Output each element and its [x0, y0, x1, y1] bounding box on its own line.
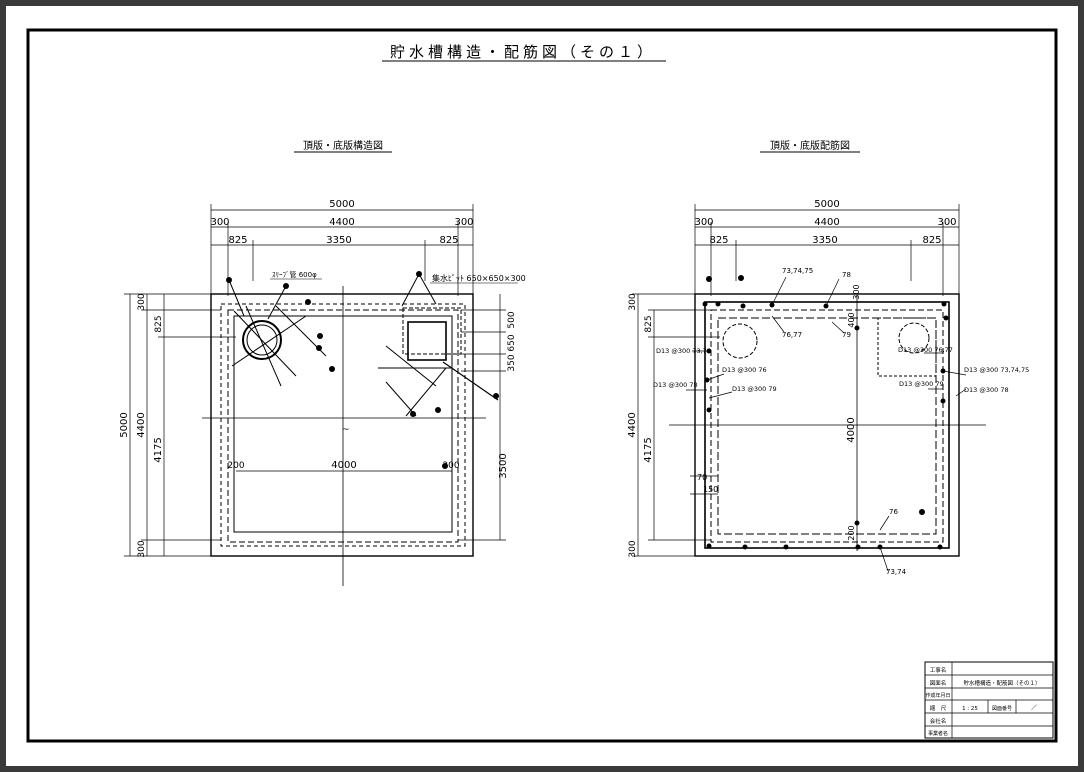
bar-label-14: 73,74 [886, 568, 907, 576]
tb-label-company: 会社名 [930, 717, 947, 725]
right-dim-5000: 5000 [814, 199, 839, 210]
left-top-dimensions [210, 204, 474, 296]
right-dim-4175-v: 4175 [643, 437, 654, 462]
border-frame [26, 28, 1058, 743]
left-view-title: 頂版・底版構造図 [303, 139, 383, 152]
right-dim-825-b: 825 [922, 235, 941, 246]
left-dim-300-a: 300 [210, 217, 229, 228]
tb-value-number: ／ [1031, 705, 1037, 712]
right-view-title: 頂版・底版配筋図 [770, 139, 850, 152]
right-pit-opening [898, 322, 930, 354]
drawing-canvas: 貯水槽構造・配筋図（その１） 頂版・底版構造図 ~ [26, 28, 1058, 743]
right-dim-70: 70 [697, 473, 707, 482]
right-dim-300-b: 300 [937, 217, 956, 228]
bar-label-10: D13 @300 73,74,75 [964, 366, 1029, 374]
left-dim-825-a: 825 [228, 235, 247, 246]
tb-label-drawing: 図面名 [930, 679, 947, 687]
bar-label-12: D13 @300 78 [964, 386, 1009, 394]
title-block: 工事名 図面名 貯水槽構造・配筋図（その１） 作成年月日 縮 尺 1 : 25 … [924, 661, 1054, 739]
drawing-sheet: 貯水槽構造・配筋図（その１） 頂版・底版構造図 ~ [6, 6, 1078, 766]
right-dim-300-a: 300 [694, 217, 713, 228]
bar-label-11: D13 @300 79 [899, 380, 944, 388]
bar-label-6: D13 @300 76 [722, 366, 767, 374]
bar-label-9: D13 @300 76,77 [898, 346, 953, 354]
left-dim-500: 500 [507, 311, 517, 328]
bar-label-4: 79 [842, 331, 851, 339]
left-structure-view: 頂版・底版構造図 ~ [119, 139, 526, 586]
left-dim-haunch-a: 200 [227, 461, 244, 471]
right-dim-3350: 3350 [812, 235, 837, 246]
right-dim-400-v: 400 [847, 312, 856, 327]
left-dim-3500: 3500 [498, 453, 509, 478]
tb-value-drawing: 貯水槽構造・配筋図（その１） [963, 679, 1040, 687]
left-dim-4175-v: 4175 [153, 437, 164, 462]
right-rebar-view: 頂版・底版配筋図 [627, 139, 1029, 576]
sleeve-pipe-circle [242, 320, 282, 360]
bar-label-8: D13 @300 79 [732, 385, 777, 393]
left-dim-5000: 5000 [329, 199, 354, 210]
sump-pit [407, 321, 447, 361]
left-dim-300-v-top: 300 [137, 293, 147, 310]
left-dim-825-v: 825 [154, 315, 164, 332]
bar-label-7: D13 @300 78 [653, 381, 698, 389]
right-sleeve-opening [722, 323, 758, 359]
bar-label-5: D13 @300 73,74 [656, 347, 711, 355]
left-dim-4400-v: 4400 [136, 412, 147, 437]
bar-label-2: 78 [842, 271, 851, 279]
right-top-dimensions [694, 204, 960, 296]
rebar-dots [702, 275, 949, 550]
left-dim-825-b: 825 [439, 235, 458, 246]
left-dim-haunch-b: 200 [442, 461, 459, 471]
bar-label-13: 76 [889, 508, 898, 516]
tb-label-scale: 縮 尺 [930, 704, 947, 712]
tb-value-scale: 1 : 25 [962, 706, 978, 712]
tb-label-date: 作成年月日 [925, 692, 950, 699]
left-dim-3350: 3350 [326, 235, 351, 246]
left-dim-350: 350 [507, 354, 517, 371]
right-dim-4400-v: 4400 [627, 412, 638, 437]
left-dim-650: 650 [507, 334, 517, 351]
right-dim-4000-v: 4000 [846, 417, 857, 442]
bar-label-3: 76,77 [782, 331, 802, 339]
tb-label-operator: 事業者名 [928, 730, 948, 737]
left-dim-4000: 4000 [331, 460, 356, 471]
right-dim-825-a: 825 [709, 235, 728, 246]
left-dim-300-b: 300 [454, 217, 473, 228]
bar-label-1: 73,74,75 [782, 267, 813, 275]
right-dim-825-v: 825 [644, 315, 654, 332]
right-dim-4400: 4400 [814, 217, 839, 228]
tb-label-project: 工事名 [930, 666, 947, 674]
right-dim-300-v-top: 300 [628, 293, 638, 310]
right-dim-300-v-bottom: 300 [628, 540, 638, 557]
sheet-title: 貯水槽構造・配筋図（その１） [390, 43, 656, 61]
left-dim-300-v-bottom: 300 [137, 540, 147, 557]
svg-text:~: ~ [342, 425, 350, 435]
right-inner-wall [710, 309, 944, 543]
right-dim-200-v: 200 [847, 525, 856, 540]
note-sleeve-pipe: ｽﾘｰﾌﾞ管 600φ [272, 270, 317, 279]
tb-label-number: 図面番号 [992, 705, 1012, 712]
right-dim-150: 150 [703, 485, 718, 494]
left-outer-wall [210, 293, 474, 557]
left-dim-4400: 4400 [329, 217, 354, 228]
right-dim-300-v-center: 300 [852, 284, 861, 299]
note-sump-pit: 集水ﾋﾟｯﾄ 650×650×300 [432, 273, 526, 283]
left-dim-5000-v: 5000 [119, 412, 130, 437]
